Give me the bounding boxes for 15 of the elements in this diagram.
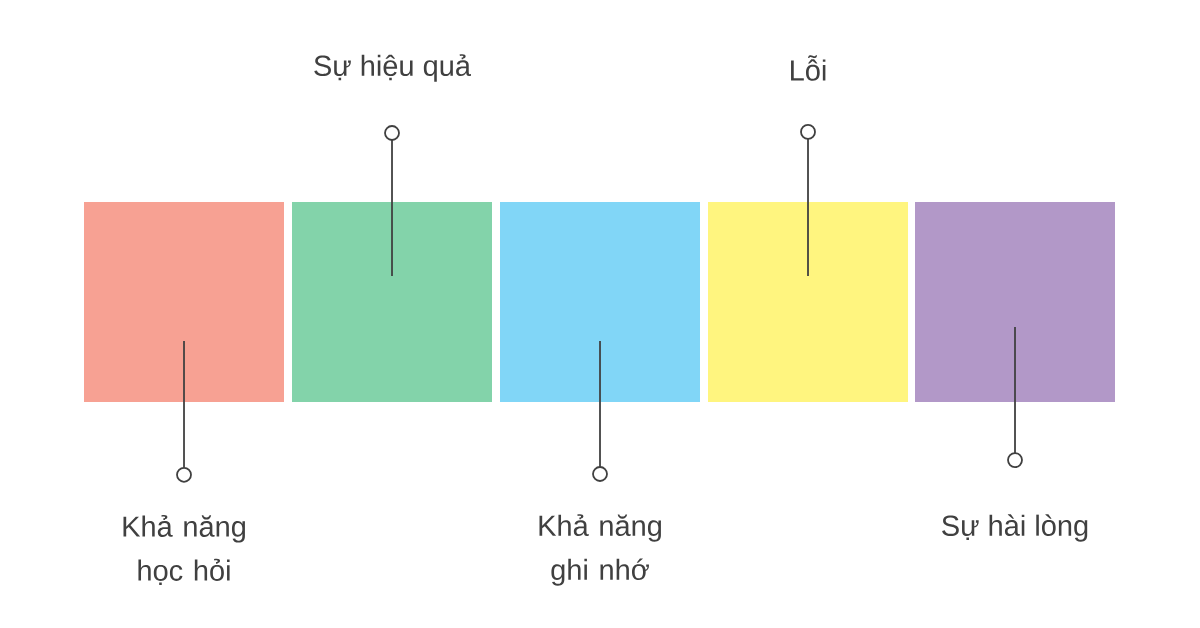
leader-line <box>384 125 400 277</box>
leader-line <box>1007 326 1023 468</box>
leader-line <box>176 340 192 483</box>
leader-line <box>592 340 608 482</box>
square-tile <box>84 202 284 402</box>
square-tile <box>915 202 1115 402</box>
label-text: Lỗi <box>791 55 826 81</box>
leader-line <box>800 124 816 277</box>
label-text: Sự hiệu quả <box>314 54 471 82</box>
square-tile <box>708 202 908 402</box>
square-tile <box>500 202 700 402</box>
label-text: Sự hài lòng <box>942 514 1088 542</box>
square-tile <box>292 202 492 402</box>
label-text: Khả năng học hỏi <box>123 515 245 585</box>
label-text: Khả năng ghi nhớ <box>539 514 661 586</box>
